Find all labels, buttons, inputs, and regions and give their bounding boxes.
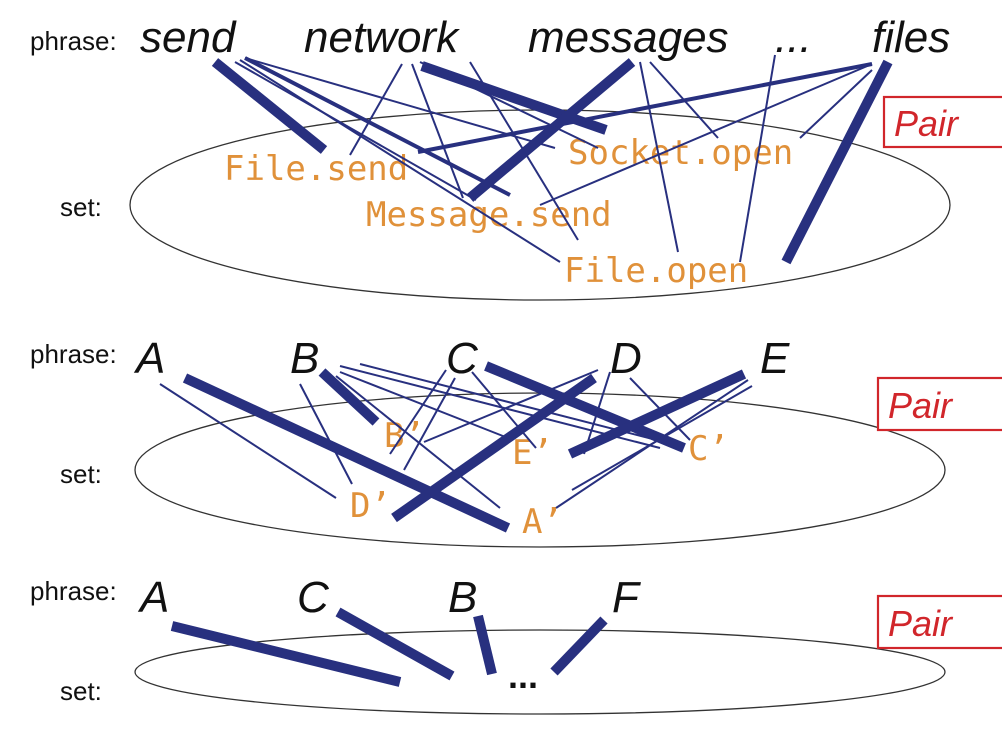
- connection-line-p3-1: [170, 621, 402, 687]
- connection-line-p2-10: [335, 375, 501, 509]
- phrase-ellipsis: ...: [775, 13, 812, 62]
- phrase-e: E: [760, 334, 790, 383]
- set-item-a-prime: A’: [522, 502, 563, 542]
- connection-line-p2-16: [583, 371, 611, 455]
- connection-line-p1-1: [211, 58, 328, 154]
- connection-lines-2: [159, 361, 753, 533]
- connection-line-p2-17: [629, 377, 691, 441]
- phrase-c-3: C: [297, 573, 330, 622]
- connection-line-p3-3: [473, 614, 497, 676]
- connection-line-p1-15: [649, 61, 719, 139]
- phrase-a: A: [133, 334, 165, 383]
- set-ellipsis-3: ...: [508, 655, 538, 696]
- connection-lines-1: [211, 54, 893, 265]
- set-item-b-prime: B’: [384, 416, 425, 456]
- phrase-d: D: [610, 334, 642, 383]
- connection-line-p1-12: [419, 61, 599, 149]
- connection-line-p2-19: [571, 385, 753, 491]
- set-item-e-prime: E’: [512, 433, 553, 473]
- phrase-messages: messages: [528, 13, 729, 62]
- connection-lines-3: [170, 607, 608, 687]
- phrase-row-label-1: phrase:: [30, 26, 117, 56]
- phrase-b-3: B: [448, 573, 477, 622]
- panel-3: Pair phrase: set: A C B F ...: [30, 573, 1002, 715]
- phrase-a-3: A: [137, 573, 169, 622]
- connection-line-p2-9: [339, 371, 509, 439]
- connection-line-p1-11: [411, 63, 464, 199]
- set-row-label-2: set:: [60, 459, 102, 489]
- pair-label-3: Pair: [888, 603, 954, 644]
- connection-line-p2-5: [567, 369, 747, 459]
- connection-line-p2-2: [318, 368, 380, 426]
- connection-line-p2-13: [403, 377, 456, 471]
- pair-label-2: Pair: [888, 385, 954, 426]
- pair-box-1: Pair: [882, 95, 1002, 149]
- set-ellipse-3: [134, 629, 946, 715]
- connection-line-p1-3: [466, 58, 636, 202]
- connection-line-p2-15: [423, 369, 599, 443]
- connection-line-p1-16: [739, 54, 776, 263]
- set-row-label-1: set:: [60, 192, 102, 222]
- connection-line-p1-8: [234, 61, 477, 201]
- connection-line-p2-7: [299, 383, 353, 485]
- set-row-label-3: set:: [60, 676, 102, 706]
- connection-line-p1-4: [781, 59, 893, 265]
- set-item-message-send: Message.send: [366, 195, 612, 235]
- connection-line-p1-6: [244, 56, 511, 197]
- connection-line-p2-8: [339, 365, 661, 449]
- phrase-f-3: F: [612, 573, 641, 622]
- connection-line-p2-6: [159, 383, 337, 499]
- connection-line-p1-18: [799, 69, 873, 139]
- connection-line-p1-13: [469, 61, 579, 241]
- connection-line-p2-1: [182, 373, 511, 533]
- phrase-network: network: [304, 13, 460, 62]
- connection-line-p2-14: [471, 371, 537, 449]
- connection-line-p2-12: [389, 369, 447, 455]
- phrase-files: files: [872, 13, 950, 62]
- connection-line-p1-9: [239, 59, 561, 263]
- pair-box-2: Pair: [876, 376, 1002, 432]
- connection-line-p1-10: [349, 63, 403, 156]
- connection-line-p3-2: [335, 607, 455, 681]
- set-item-c-prime: C’: [688, 429, 729, 469]
- phrase-send: send: [140, 13, 237, 62]
- phrase-row-label-2: phrase:: [30, 339, 117, 369]
- connection-line-p1-7: [244, 57, 556, 149]
- set-item-file-send: File.send: [224, 149, 408, 189]
- connection-line-p3-4: [550, 616, 608, 676]
- connection-line-p1-5: [417, 62, 873, 154]
- pair-box-3: Pair: [876, 594, 1002, 650]
- connection-line-p1-17: [539, 63, 873, 206]
- panel-1: Pair phrase: set: send network messages …: [30, 13, 1002, 301]
- connection-line-p2-3: [484, 361, 686, 453]
- pair-label-1: Pair: [894, 103, 960, 144]
- connection-line-p1-2: [420, 61, 608, 135]
- connection-line-p2-4: [391, 373, 597, 523]
- connection-line-p2-11: [359, 363, 681, 447]
- phrase-b: B: [290, 334, 319, 383]
- phrase-row-label-3: phrase:: [30, 576, 117, 606]
- panel-2: Pair phrase: set: A B C D E B’ E’ C’ D’ …: [30, 334, 1002, 548]
- connection-line-p1-14: [639, 61, 679, 253]
- set-item-d-prime: D’: [350, 486, 391, 526]
- set-item-file-open: File.open: [564, 251, 748, 291]
